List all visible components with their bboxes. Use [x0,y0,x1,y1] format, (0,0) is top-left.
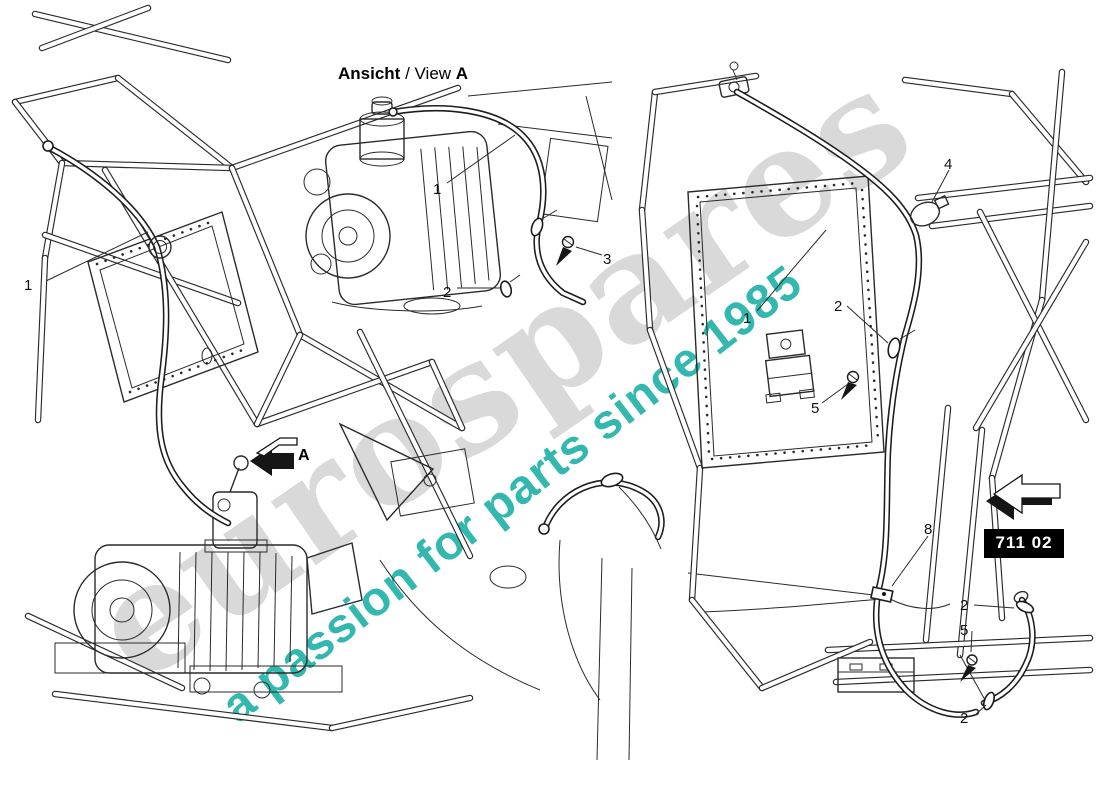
fluid-reservoir [359,96,405,167]
mounting-bracket [764,329,816,404]
view-a-background-frame [467,81,613,223]
view-direction-arrow-icon [250,437,298,476]
leaders-right [756,169,1015,717]
leader-left-1 [45,231,149,282]
callout-right-8[interactable]: 8 [924,521,933,538]
right-frame-tubes [642,72,1090,688]
left-underbody-lines [379,539,633,761]
section-back-arrow-icon [986,473,1061,520]
breather-pipe-left [42,140,228,523]
hose-clamp-2-upper [887,329,916,359]
callout-view-a-1[interactable]: 1 [433,181,442,198]
breather-pipe-view-a [388,108,583,302]
bulkhead-panel [687,175,885,469]
callout-view-a-2[interactable]: 2 [443,284,452,301]
view-a-header: Ansicht / View A [338,64,468,84]
callout-view-a-3[interactable]: 3 [603,251,612,268]
section-code-badge[interactable]: 711 02 [984,529,1064,558]
section-nav-box[interactable]: 711 02 [984,466,1064,558]
view-letter: A [455,64,469,83]
retaining-ring-clamp [148,235,172,259]
elbow-hose-lower [960,590,1035,711]
screw-5-upper [841,370,860,400]
callout-right-5b[interactable]: 5 [960,622,969,639]
view-title-de: Ansicht [338,64,401,83]
view-direction-letter: A [298,447,310,464]
hose-clamp-detail-drawing [538,472,883,613]
callout-right-5a[interactable]: 5 [811,400,820,417]
view-a-detail-drawing [303,81,613,315]
callout-right-2a[interactable]: 2 [834,298,843,315]
gearbox-view-a [303,130,502,315]
gearbox-drawing [54,422,475,699]
callout-right-1[interactable]: 1 [743,310,752,327]
callout-right-2c[interactable]: 2 [960,710,969,727]
view-title-separator: / [400,64,415,83]
right-assembly-drawing [642,61,1090,717]
hose-clamp-4 [909,194,950,227]
cable-tie-8 [870,586,951,609]
left-assembly-drawing [15,8,633,761]
callout-right-4[interactable]: 4 [944,156,953,173]
view-title-en: View [414,64,452,83]
bottom-rail-bracket [837,654,986,701]
callout-right-2b[interactable]: 2 [960,597,969,614]
breather-pipe-right [718,61,976,715]
heat-shield-panel [87,211,259,403]
screw-view-a [556,235,575,266]
callout-left-1[interactable]: 1 [24,277,33,294]
hose-clamp-view-a [499,209,558,298]
leaders-view-a [446,134,603,289]
